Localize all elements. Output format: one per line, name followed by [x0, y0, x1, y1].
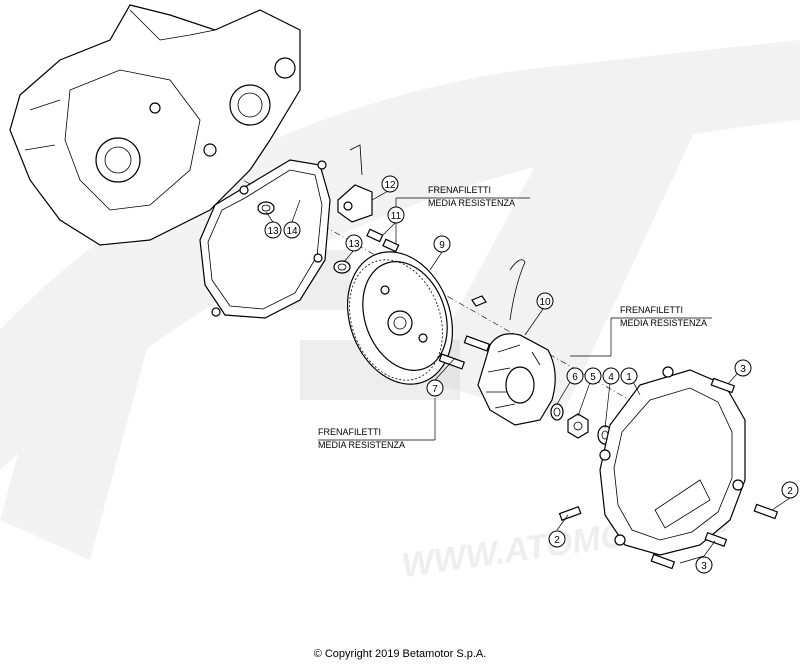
- callout-1: 1: [620, 367, 638, 385]
- callout-2-right: 2: [781, 481, 799, 499]
- callout-5: 5: [584, 367, 602, 385]
- note-right-line2: MEDIA RESISTENZA: [620, 318, 707, 328]
- dowel-pin-upper: [257, 201, 275, 215]
- sensor-screws: [366, 228, 400, 253]
- cover-screws-2: [558, 503, 779, 521]
- svg-text:5: 5: [590, 372, 596, 383]
- note-top-line1: FRENAFILETTI: [428, 185, 491, 195]
- note-right-line1: FRENAFILETTI: [620, 305, 683, 315]
- svg-text:4: 4: [608, 372, 614, 383]
- svg-text:13: 13: [348, 239, 360, 250]
- svg-text:10: 10: [539, 297, 551, 308]
- svg-text:6: 6: [572, 372, 578, 383]
- callout-9: 9: [433, 235, 451, 253]
- svg-text:11: 11: [391, 211, 402, 222]
- svg-text:2: 2: [787, 486, 793, 497]
- crankcase: [9, 4, 301, 246]
- note-top-line2: MEDIA RESISTENZA: [428, 198, 515, 208]
- callout-13-lower: 13: [345, 234, 363, 252]
- callout-11: 11: [387, 206, 405, 224]
- callout-14: 14: [283, 221, 301, 239]
- woodruff-key: [471, 295, 487, 307]
- flywheel: [346, 251, 454, 385]
- callout-10: 10: [536, 292, 554, 310]
- callout-3-upper: 3: [734, 359, 752, 377]
- note-bottom-line1: FRENAFILETTI: [318, 427, 381, 437]
- copyright-footer: © Copyright 2019 Betamotor S.p.A.: [313, 648, 487, 660]
- callout-7: 7: [426, 379, 444, 397]
- svg-text:2: 2: [554, 535, 560, 546]
- svg-text:1: 1: [626, 372, 632, 383]
- svg-text:12: 12: [384, 180, 396, 191]
- svg-text:3: 3: [740, 364, 746, 375]
- callout-2-left: 2: [548, 530, 566, 548]
- callout-13-upper: 13: [264, 221, 282, 239]
- gasket: [199, 159, 331, 319]
- note-bottom: FRENAFILETTI MEDIA RESISTENZA: [318, 427, 405, 450]
- callout-6: 6: [566, 367, 584, 385]
- note-right: FRENAFILETTI MEDIA RESISTENZA: [620, 305, 707, 328]
- callout-12: 12: [381, 175, 399, 193]
- note-bottom-line2: MEDIA RESISTENZA: [318, 440, 405, 450]
- stator: [477, 259, 556, 426]
- flywheel-nut: [567, 413, 589, 439]
- cover-screws-3: [650, 377, 736, 570]
- dowel-pin-lower: [333, 260, 351, 274]
- svg-text:13: 13: [267, 226, 279, 237]
- washer: [550, 403, 564, 421]
- callout-4: 4: [602, 367, 620, 385]
- svg-text:14: 14: [286, 226, 298, 237]
- svg-text:7: 7: [432, 384, 438, 395]
- svg-text:3: 3: [701, 561, 707, 572]
- callout-3-lower: 3: [695, 556, 713, 574]
- svg-text:9: 9: [439, 240, 445, 251]
- pickup-sensor: [337, 144, 373, 223]
- note-top: FRENAFILETTI MEDIA RESISTENZA: [428, 185, 515, 208]
